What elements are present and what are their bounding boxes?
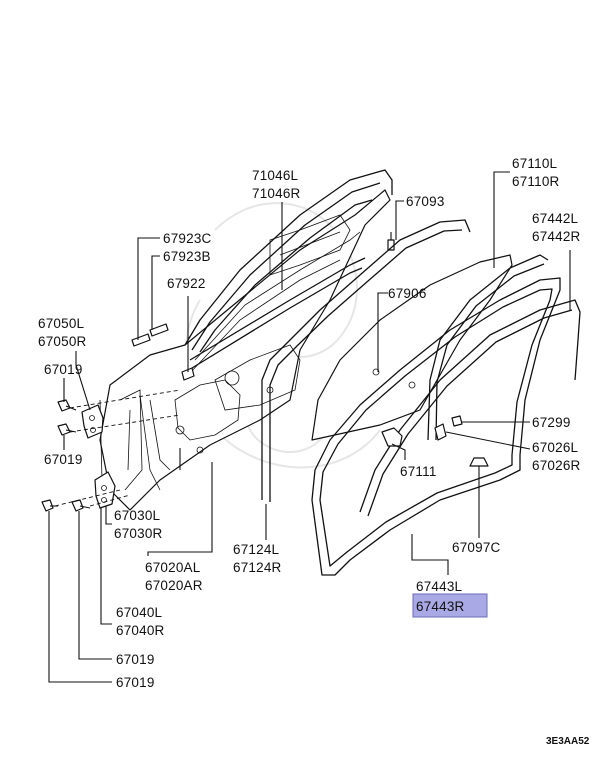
bolt-67019-c <box>71 499 91 512</box>
label-67020al: 67020AL <box>145 560 201 575</box>
label-67906: 67906 <box>388 286 427 301</box>
label-67097c: 67097C <box>452 540 501 555</box>
label-67050r: 67050R <box>38 334 87 349</box>
label-67111: 67111 <box>400 464 437 479</box>
run-channel-67442 <box>359 299 581 517</box>
door-shell-67020 <box>99 169 393 511</box>
clip-67026 <box>434 423 447 441</box>
bolt-67019-a <box>57 399 77 412</box>
label-67040l: 67040L <box>116 605 163 620</box>
leader-lines <box>48 171 571 683</box>
label-67040r: 67040R <box>116 623 165 638</box>
label-67443r: 67443R <box>416 599 465 614</box>
label-67442r: 67442R <box>532 229 581 244</box>
weatherstrip-67443 <box>311 277 561 576</box>
label-67923b: 67923B <box>163 249 211 264</box>
label-67922: 67922 <box>167 276 206 291</box>
label-67019-d: 67019 <box>116 675 155 690</box>
label-67110l: 67110L <box>512 156 558 171</box>
label-67299: 67299 <box>532 415 571 430</box>
clip-67923 <box>131 323 169 347</box>
label-67030l: 67030L <box>114 508 161 523</box>
seal-strip-67124 <box>261 219 471 502</box>
label-67019-a: 67019 <box>44 362 83 377</box>
door-glass-67906 <box>311 254 513 441</box>
clip-67922 <box>181 367 195 381</box>
screw-67093 <box>387 232 395 251</box>
label-67124l: 67124L <box>233 542 280 557</box>
label-67923c: 67923C <box>163 231 212 246</box>
clip-67097c <box>469 457 489 474</box>
label-67110r: 67110R <box>512 174 560 189</box>
clip-67111 <box>381 427 403 447</box>
label-67020ar: 67020AR <box>145 578 203 593</box>
label-71046l: 71046L <box>252 168 299 183</box>
label-71046r: 71046R <box>252 186 301 201</box>
clip-67299 <box>451 415 463 427</box>
label-67443l: 67443L <box>416 579 463 594</box>
highlight-67443r <box>412 593 488 618</box>
label-67050l: 67050L <box>38 316 85 331</box>
sash-channel-67110 <box>427 254 549 441</box>
label-67026l: 67026L <box>532 440 579 455</box>
label-67026r: 67026R <box>532 458 581 473</box>
diagram-code: 3E3AA52 <box>546 736 590 747</box>
label-67442l: 67442L <box>532 211 579 226</box>
label-67019-c: 67019 <box>116 652 155 667</box>
label-67124r: 67124R <box>233 560 282 575</box>
bolt-67019-b <box>57 423 77 436</box>
part-labels: 71046L 71046R 67093 67110L 67110R 67923C… <box>38 156 590 747</box>
label-67030r: 67030R <box>114 526 163 541</box>
hinge-upper-67050 <box>81 404 104 439</box>
label-67019-b: 67019 <box>44 452 83 467</box>
label-67093: 67093 <box>406 194 445 209</box>
